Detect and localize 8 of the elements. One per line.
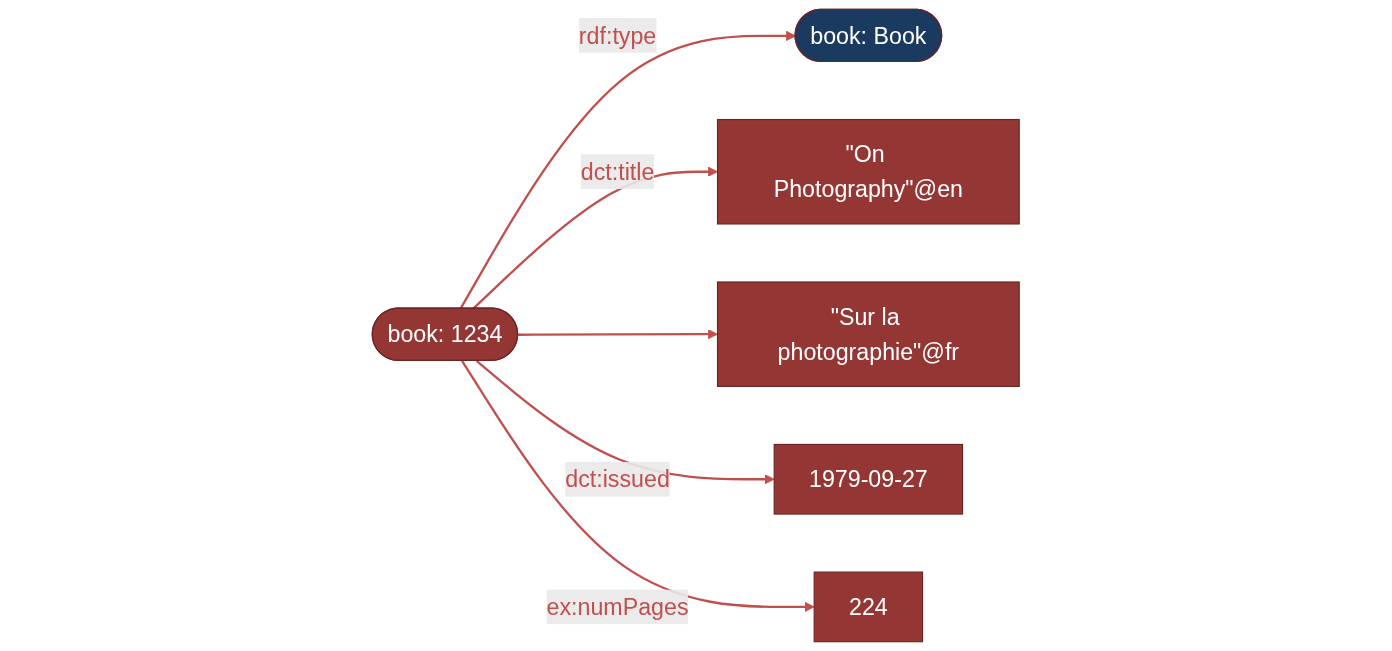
node-box: "On Photography"@en (717, 118, 1021, 225)
edge-label: dct:issued (565, 466, 671, 493)
node-box: 1979-09-27 (773, 443, 964, 515)
node-box: 224 (813, 571, 924, 643)
node-box: "Sur la photographie"@fr (717, 281, 1021, 387)
edge-label: ex:numPages (546, 594, 689, 620)
edge-label: rdf:type (579, 22, 657, 49)
edge-label: dct:title (581, 158, 655, 185)
